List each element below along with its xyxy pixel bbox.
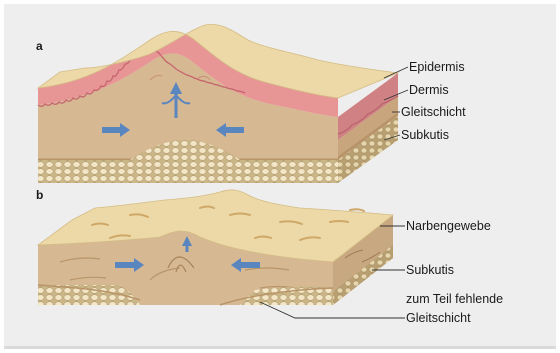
panel-a: a — [36, 24, 466, 183]
panel-b: b — [36, 188, 503, 325]
label-dermis: Dermis — [409, 83, 449, 97]
label-gleitschicht: Gleitschicht — [401, 105, 466, 119]
label-narbengewebe: Narbengewebe — [406, 219, 491, 233]
panel-a-letter: a — [36, 39, 43, 53]
label-epidermis: Epidermis — [409, 60, 465, 74]
panel-b-letter: b — [36, 188, 43, 202]
label-subkutis-b: Subkutis — [406, 263, 454, 277]
label-missing-line-2: Gleitschicht — [406, 311, 471, 325]
label-missing-line-1: zum Teil fehlende — [406, 292, 503, 306]
label-subkutis-a: Subkutis — [401, 128, 449, 142]
subkutis-layer-a — [38, 160, 338, 183]
